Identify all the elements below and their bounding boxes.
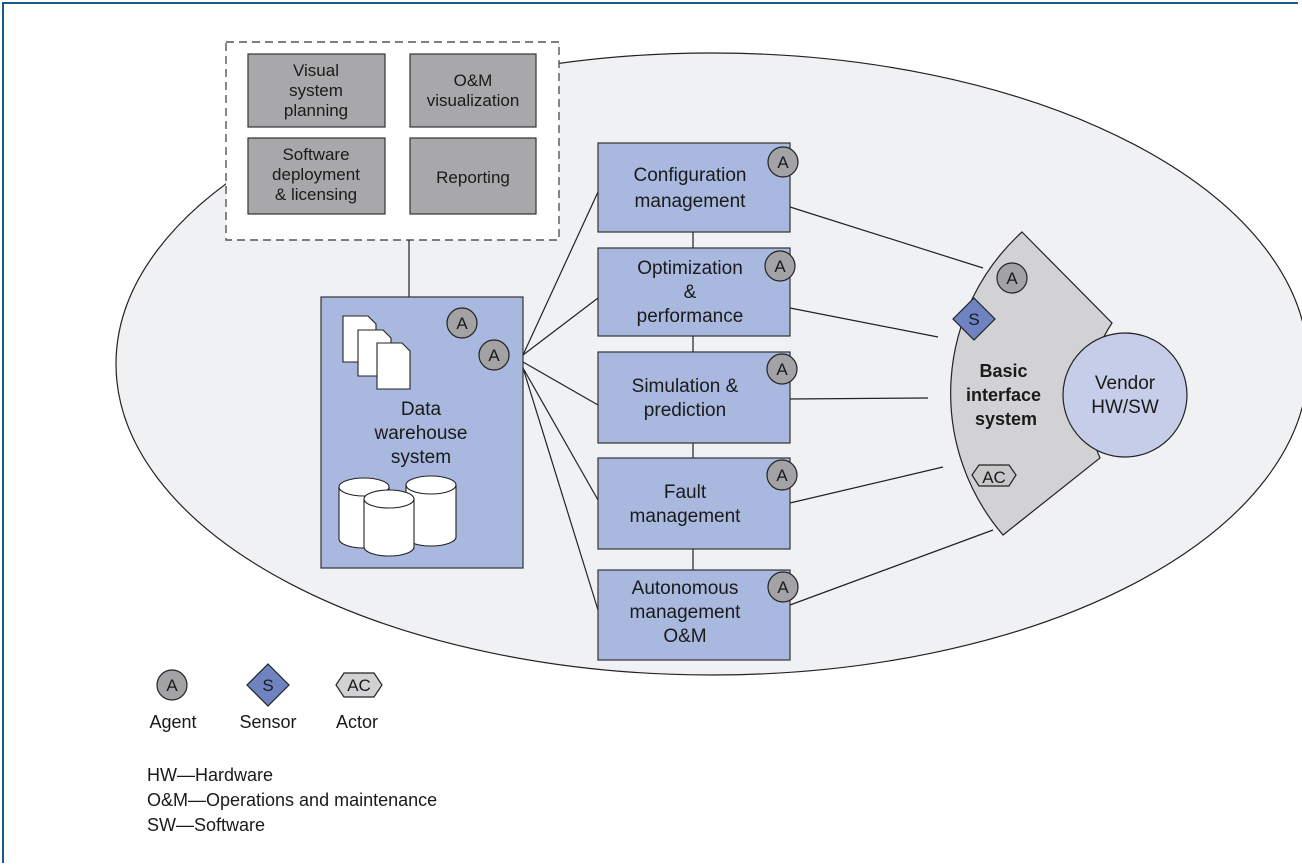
svg-text:Reporting: Reporting — [436, 168, 510, 187]
svg-text:Actor: Actor — [336, 712, 378, 732]
svg-text:A: A — [777, 153, 789, 172]
sensor-badge — [952, 297, 996, 341]
connector-dw-config — [522, 191, 599, 356]
connector-dw-fault — [522, 367, 599, 501]
svg-text:Simulation &prediction: Simulation &prediction — [632, 376, 739, 421]
basic-interface-system: Basic interface system A S AC — [950, 231, 1113, 536]
module-simulation-prediction: Simulation &prediction A — [597, 351, 798, 444]
svg-text:A: A — [774, 257, 786, 276]
connector-fault-bis — [789, 466, 944, 504]
connector-optim-bis — [789, 307, 939, 338]
svg-text:A: A — [777, 578, 789, 597]
svg-text:A: A — [1006, 269, 1018, 288]
documents-icon — [342, 315, 411, 390]
svg-text:S: S — [262, 676, 273, 695]
svg-text:AC: AC — [982, 468, 1006, 487]
connector-dw-optim — [522, 297, 599, 356]
svg-text:A: A — [776, 466, 788, 485]
svg-text:S: S — [968, 310, 979, 329]
agent-badge: A — [478, 339, 510, 371]
agent-badge — [766, 459, 798, 491]
svg-text:AC: AC — [347, 676, 371, 695]
svg-text:Sensor: Sensor — [239, 712, 296, 732]
agent-badge — [766, 353, 798, 385]
agent-badge — [996, 262, 1028, 294]
legend-sensor: S Sensor — [239, 663, 297, 732]
svg-text:Optimization&performance: Optimization&performance — [637, 258, 744, 327]
connector-dw-sim — [522, 361, 599, 406]
connector-auto-bis — [789, 529, 994, 606]
glossary-sw: SW—Software — [147, 815, 266, 835]
connector-config-bis — [789, 206, 984, 269]
agent-badge — [767, 571, 799, 603]
agent-badge — [764, 250, 796, 282]
connector-sim-bis — [789, 397, 929, 400]
actor-badge — [971, 464, 1017, 487]
agent-badge: A — [446, 307, 478, 339]
svg-text:A: A — [456, 314, 468, 333]
legend-actor: AC Actor — [335, 672, 383, 732]
module-optimization-performance: Optimization&performance A — [597, 247, 796, 337]
svg-text:A: A — [776, 360, 788, 379]
glossary-hw: HW—Hardware — [147, 765, 274, 785]
glossary-om: O&M—Operations and maintenance — [147, 790, 438, 810]
legend-agent: A Agent — [149, 669, 197, 732]
connector-dw-auto — [522, 367, 599, 611]
database-icon — [338, 475, 457, 557]
agent-badge — [767, 146, 799, 178]
svg-text:A: A — [166, 676, 178, 695]
legend: A Agent S Sensor AC Actor — [149, 663, 383, 732]
svg-text:Agent: Agent — [149, 712, 196, 732]
svg-text:Basic interface sy: Basic interface system — [966, 361, 1046, 429]
tool-reporting: Reporting — [409, 137, 537, 215]
svg-text:A: A — [488, 346, 500, 365]
